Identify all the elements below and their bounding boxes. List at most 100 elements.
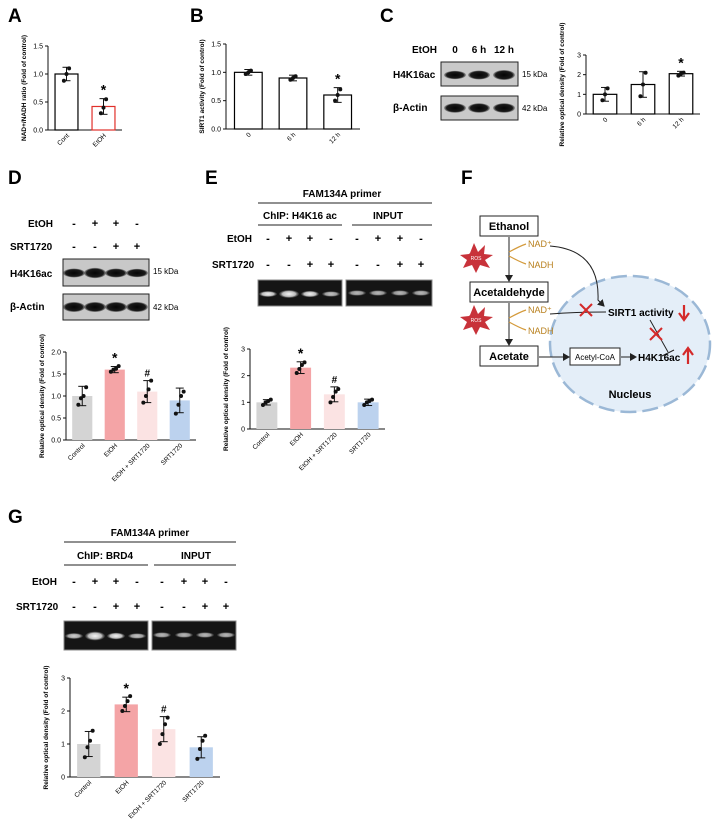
data-point [681, 70, 686, 75]
data-point [90, 728, 95, 733]
blot-band [493, 103, 515, 113]
x-tick-label: 12 h [328, 131, 342, 145]
x-tick-label: Control [73, 779, 93, 799]
h4k16ac-up-arrow [682, 346, 694, 364]
x-tick-label: EtOH [114, 779, 130, 795]
gel-g-sign: + [113, 601, 119, 613]
panel-label-b: B [190, 6, 204, 27]
x-tick-label: 12 h [672, 116, 686, 130]
gel-g-sign: - [135, 576, 139, 588]
gel-g-sign: - [160, 576, 164, 588]
y-tick-label: 0.0 [33, 128, 43, 135]
blot-d-sign: - [135, 218, 139, 230]
data-point [120, 709, 125, 713]
y-tick-label: 3 [61, 676, 65, 683]
data-point [333, 389, 338, 394]
gel-g-sign: - [72, 601, 76, 613]
blot-d-cond1-label: EtOH [28, 219, 53, 230]
gel-g-sign: + [202, 601, 208, 613]
gel-g-cond1-label: EtOH [32, 577, 57, 588]
data-point [638, 94, 643, 99]
node-acetate-label: Acetate [489, 351, 529, 363]
gel-e-sign: + [375, 233, 381, 245]
gel-g-sign: + [202, 576, 208, 588]
data-point [293, 74, 298, 79]
data-point [600, 98, 605, 103]
ros-label-2: ROS [471, 318, 483, 324]
gel-band [128, 633, 146, 639]
blot-band [468, 70, 490, 80]
x-tick-label: 0 [602, 116, 610, 124]
blot-c-row1-label: H4K16ac [393, 70, 436, 81]
y-tick-label: 1.0 [33, 72, 43, 79]
data-point [141, 400, 146, 405]
nad-curve-1 [508, 243, 527, 265]
data-point [297, 367, 302, 371]
gel-e-sign: - [355, 259, 359, 271]
data-point [84, 385, 89, 390]
blot-d-sign: + [113, 241, 119, 253]
data-point [260, 403, 265, 407]
data-point [176, 402, 181, 407]
data-point [165, 715, 170, 720]
gel-band [65, 633, 83, 639]
data-point [333, 98, 338, 103]
node-acetyl-coa [569, 347, 621, 366]
node-ethanol [479, 215, 539, 237]
nad-label-1: NAD⁺ [528, 239, 552, 249]
y-tick-label: 1.5 [33, 44, 43, 51]
blot-c-treatment-label: EtOH [412, 45, 437, 56]
blot-d-sign: + [134, 241, 140, 253]
nadh-label-1: NADH [528, 260, 554, 270]
y-axis-label: Relative optical density (Fold of contro… [39, 334, 46, 458]
h4k16ac-label: H4K16ac [638, 353, 681, 364]
blot-d-cond2-label: SRT1720 [10, 242, 53, 253]
x-tick-label: EtOH [92, 132, 108, 148]
blot-c-col-2: 6 h [472, 45, 486, 56]
data-point [76, 402, 81, 407]
data-point [163, 722, 168, 727]
data-point [81, 394, 86, 398]
gel-e-sign: - [419, 233, 423, 245]
gel-band [259, 291, 277, 297]
inhibit-cross-1b [579, 303, 593, 317]
nucleus-label: Nucleus [609, 389, 652, 401]
bar [114, 704, 138, 777]
blot-c-row2-label: β-Actin [393, 103, 427, 114]
data-point [122, 704, 127, 709]
gel-g-sign: + [92, 576, 98, 588]
blot-band [444, 70, 466, 80]
significance-mark: * [335, 71, 341, 87]
significance-mark: * [101, 82, 107, 98]
gel-g-sign: + [113, 576, 119, 588]
blot-band [126, 268, 148, 278]
data-point [203, 733, 208, 738]
bar [169, 400, 190, 440]
data-point [88, 738, 93, 743]
data-point [302, 360, 307, 365]
gel-g-sign: - [93, 601, 97, 613]
blot-d-row1-kda: 15 kDa [153, 267, 179, 276]
blot-d-sign: + [113, 218, 119, 230]
data-point [200, 738, 205, 743]
data-point [268, 397, 273, 402]
data-point [294, 371, 299, 375]
x-tick-label: SRT1720 [348, 431, 373, 456]
data-point [82, 755, 87, 760]
gel-e: FAM134A primer ChIP: H4K16 ac INPUT EtOH… [212, 189, 433, 307]
gel-e-sign: + [307, 233, 313, 245]
gel-band [85, 631, 105, 641]
blot-band [126, 302, 148, 312]
bar [54, 73, 79, 131]
gel-e-sign: + [397, 259, 403, 271]
blot-band [105, 302, 127, 312]
ros-burst-1 [460, 243, 493, 273]
gel-band [369, 290, 387, 296]
bar [104, 369, 125, 440]
gel-band [153, 632, 171, 638]
nad-curve-2 [508, 309, 527, 331]
